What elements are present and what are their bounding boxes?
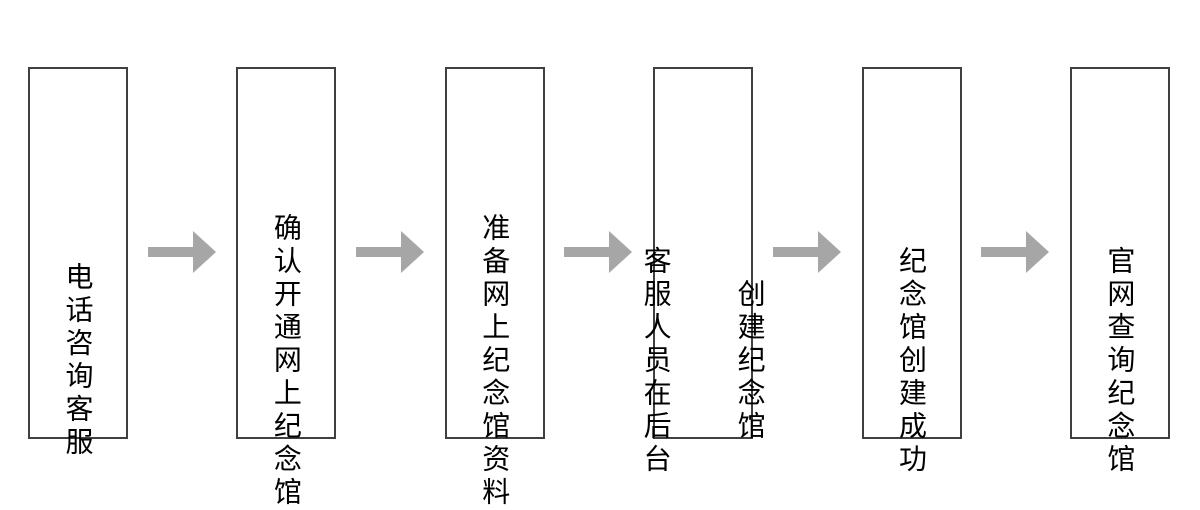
flow-step-1: 电话咨询客服 — [28, 67, 128, 460]
flow-step-4-label: 客服人员在后台 创建纪念馆 — [586, 30, 821, 477]
flow-step-4: 客服人员在后台 创建纪念馆 — [641, 67, 766, 477]
flow-step-1-text: 电话咨询客服 — [62, 262, 94, 460]
flow-step-4-text-line-1: 客服人员在后台 — [640, 245, 672, 477]
flow-step-5-label: 纪念馆创建成功 — [841, 30, 982, 477]
flow-step-5: 纪念馆创建成功 — [861, 67, 962, 477]
arrow-right-icon — [564, 231, 633, 273]
flow-step-5-text: 纪念馆创建成功 — [896, 245, 927, 477]
flow-step-2-text: 确认开通网上纪念馆 — [270, 212, 302, 510]
flow-step-6-text: 官网查询纪念馆 — [1104, 245, 1136, 477]
flow-step-6-label: 官网查询纪念馆 — [1049, 30, 1190, 477]
flow-step-4-text-line-2: 创建纪念馆 — [734, 278, 766, 444]
arrow-right-icon — [147, 231, 216, 273]
arrow-right-icon — [356, 231, 425, 273]
flow-step-3: 准备网上纪念馆资料 — [444, 67, 545, 510]
flow-step-3-label: 准备网上纪念馆资料 — [424, 0, 565, 510]
arrow-right-icon — [772, 231, 841, 273]
arrow-right-icon — [981, 231, 1050, 273]
flow-step-6: 官网查询纪念馆 — [1069, 67, 1170, 477]
flow-step-2: 确认开通网上纪念馆 — [236, 67, 337, 510]
flow-step-3-text: 准备网上纪念馆资料 — [479, 212, 511, 510]
flow-step-2-label: 确认开通网上纪念馆 — [216, 0, 357, 510]
flow-step-1-label: 电话咨询客服 — [8, 46, 149, 460]
